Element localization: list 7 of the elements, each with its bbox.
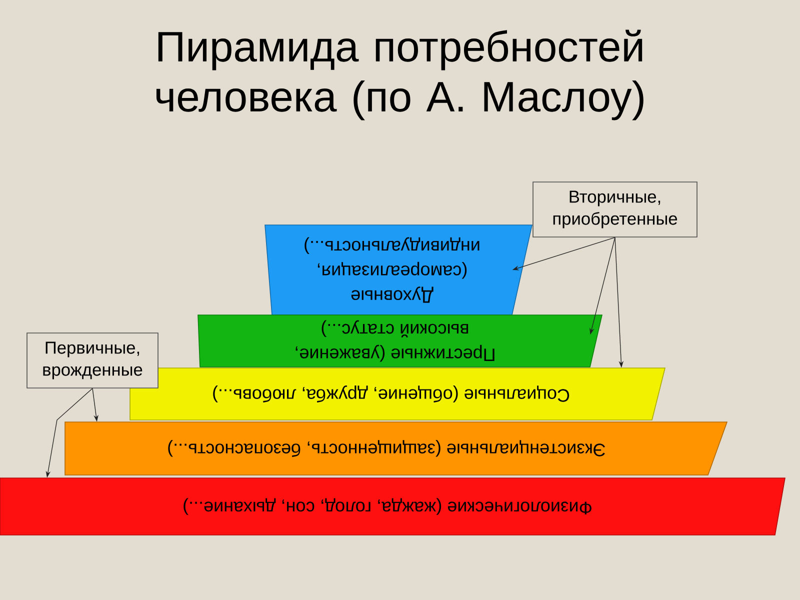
- callout-box: Первичные, врожденные: [26, 332, 158, 388]
- pyramid-band: Физиологические (жажда, голод, сон, дыхание...): [0, 478, 786, 536]
- pyramid-band: Престижные (уважение, высокий статус...): [198, 314, 603, 368]
- callout-box: Вторичные, приобретенные: [532, 182, 698, 238]
- pyramid-band: Духовные (самореализация, индивидуальность...): [264, 224, 532, 316]
- title: Пирамида потребностей человека (по А. Маслоу): [156, 30, 644, 120]
- pyramid-band: Экзистенциальные (защищенность, безопасность...): [64, 422, 728, 476]
